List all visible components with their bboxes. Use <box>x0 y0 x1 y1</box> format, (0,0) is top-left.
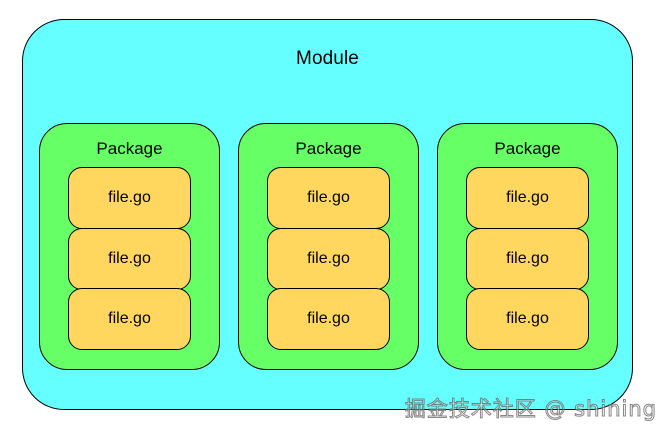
file-list-3: file.go file.go file.go <box>438 167 617 351</box>
package-container-1: Package file.go file.go file.go <box>39 123 220 370</box>
file-box: file.go <box>466 288 589 351</box>
file-box: file.go <box>267 167 390 229</box>
file-box: file.go <box>68 227 191 290</box>
package-title-2: Package <box>295 139 362 158</box>
file-box: file.go <box>267 288 390 351</box>
file-box: file.go <box>466 167 589 229</box>
module-title: Module <box>296 48 359 69</box>
packages-row: Package file.go file.go file.go Package … <box>39 123 618 370</box>
file-box: file.go <box>466 227 589 290</box>
package-title-1: Package <box>96 139 163 158</box>
module-container: Module Package file.go file.go file.go P… <box>22 19 633 410</box>
file-box: file.go <box>68 167 191 229</box>
file-box: file.go <box>68 288 191 351</box>
package-container-3: Package file.go file.go file.go <box>437 123 618 370</box>
file-list-1: file.go file.go file.go <box>40 167 219 351</box>
package-title-3: Package <box>494 139 561 158</box>
file-box: file.go <box>267 227 390 290</box>
package-container-2: Package file.go file.go file.go <box>238 123 419 370</box>
file-list-2: file.go file.go file.go <box>239 167 418 351</box>
